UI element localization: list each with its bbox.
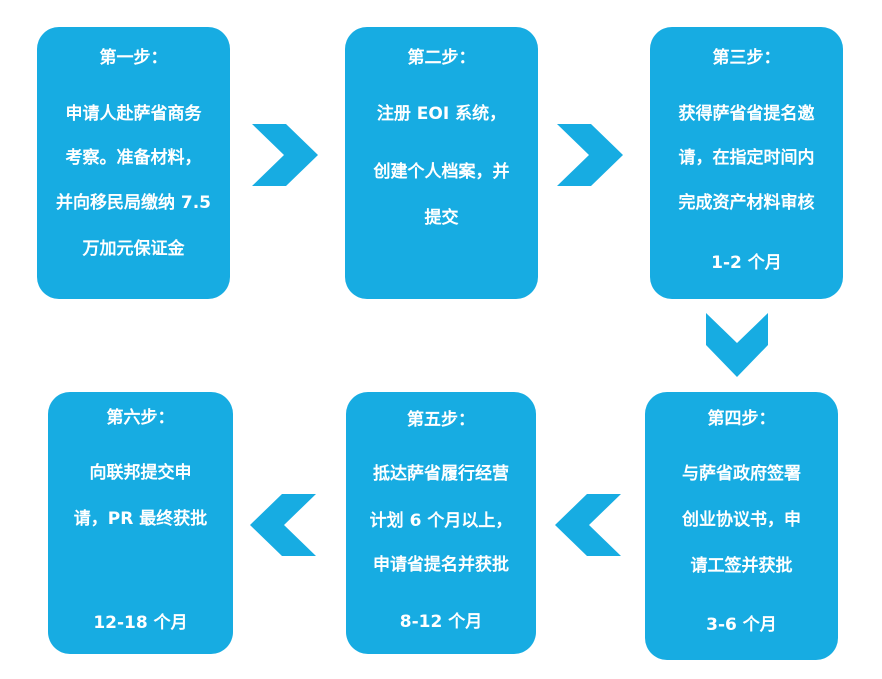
step-1-line-1: 申请人赴萨省商务	[65, 104, 202, 124]
step-5-line-3: 申请省提名并获批	[373, 555, 509, 575]
step-3-line-1: 获得萨省省提名邀	[678, 104, 815, 124]
step-5-box: 第五步： 抵达萨省履行经营 计划 6 个月以上， 申请省提名并获批 8-12 个…	[346, 392, 536, 654]
step-6-line-1: 向联邦提交申	[89, 463, 192, 483]
step-5-duration: 8-12 个月	[399, 612, 483, 632]
step-3-line-3: 完成资产材料审核	[678, 193, 815, 213]
step-2-title: 第二步：	[407, 48, 476, 68]
step-2-line-1: 注册 EOI 系统，	[376, 104, 507, 124]
step-3-line-2: 请，在指定时间内	[678, 148, 815, 168]
step-6-title: 第六步：	[106, 408, 175, 428]
step-5-title: 第五步：	[407, 410, 475, 430]
step-2-line-2: 创建个人档案，并	[373, 162, 510, 182]
step-6-duration: 12-18 个月	[93, 613, 188, 633]
step-4-duration: 3-6 个月	[706, 615, 777, 635]
right-arrow-icon	[557, 124, 623, 186]
step-1-line-3: 并向移民局缴纳 7.5	[55, 193, 212, 213]
step-2-line-3: 提交	[424, 208, 459, 228]
step-4-line-3: 请工签并获批	[690, 556, 793, 576]
step-1-line-4: 万加元保证金	[82, 239, 185, 259]
right-arrow-icon	[252, 124, 318, 186]
step-4-title: 第四步：	[707, 409, 776, 429]
step-6-line-2: 请，PR 最终获批	[73, 509, 208, 529]
step-2-box: 第二步： 注册 EOI 系统， 创建个人档案，并 提交	[345, 27, 538, 299]
step-6-box: 第六步： 向联邦提交申 请，PR 最终获批 12-18 个月	[48, 392, 233, 654]
step-4-box: 第四步： 与萨省政府签署 创业协议书，申 请工签并获批 3-6 个月	[645, 392, 838, 660]
down-arrow-icon	[706, 313, 768, 377]
step-1-title: 第一步：	[99, 48, 168, 68]
left-arrow-icon	[250, 494, 316, 556]
step-4-line-1: 与萨省政府签署	[682, 464, 801, 484]
step-1-line-2: 考察。准备材料，	[65, 148, 202, 168]
step-5-line-2: 计划 6 个月以上，	[369, 511, 513, 531]
step-4-line-2: 创业协议书，申	[682, 510, 801, 530]
step-3-duration: 1-2 个月	[711, 253, 782, 273]
left-arrow-icon	[555, 494, 621, 556]
step-3-box: 第三步： 获得萨省省提名邀 请，在指定时间内 完成资产材料审核 1-2 个月	[650, 27, 843, 299]
step-3-title: 第三步：	[712, 48, 781, 68]
step-1-box: 第一步： 申请人赴萨省商务 考察。准备材料， 并向移民局缴纳 7.5 万加元保证…	[37, 27, 230, 299]
step-5-line-1: 抵达萨省履行经营	[373, 464, 509, 484]
